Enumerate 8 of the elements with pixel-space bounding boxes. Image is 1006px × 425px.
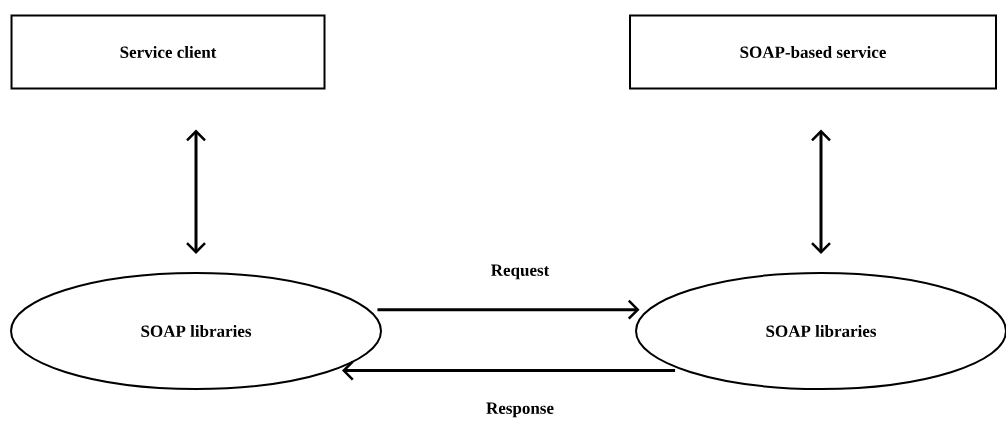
arrow [342,360,676,381]
process-box: Service client [10,14,326,90]
arrow [811,129,831,254]
edge-label: Response [484,400,556,420]
process-box: SOAP-based service [629,14,997,90]
arrow [377,299,640,320]
edge-label: Request [488,262,552,282]
arrow [186,129,206,254]
